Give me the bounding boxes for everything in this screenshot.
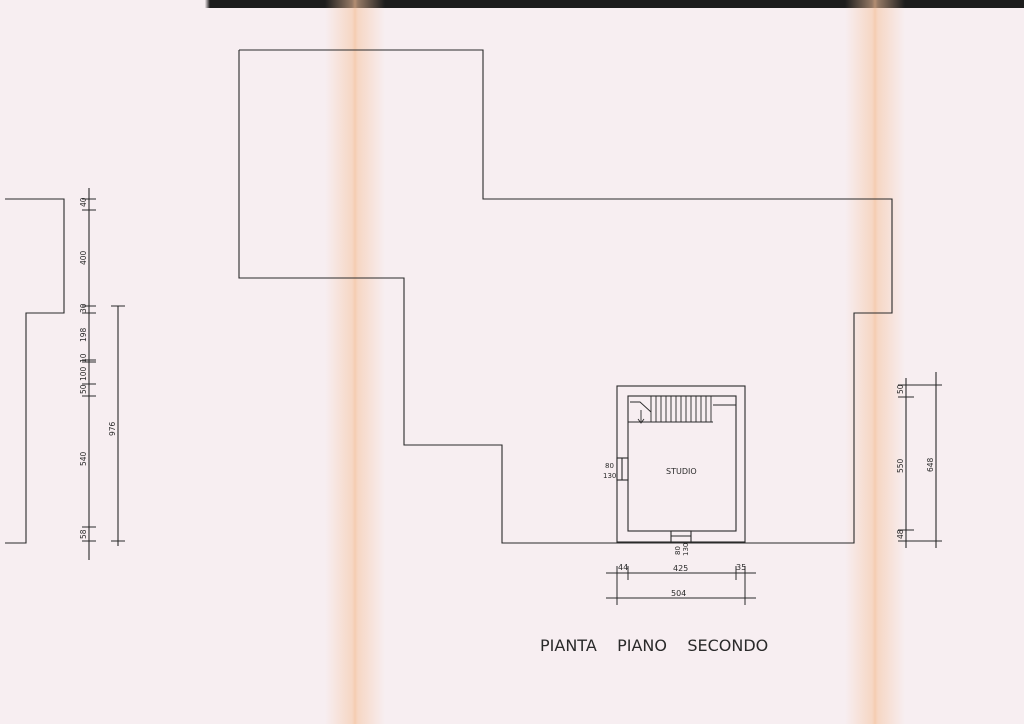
- dim-left-50: 50: [79, 384, 88, 394]
- dim-left-40: 40: [79, 197, 88, 207]
- dim-bottom-504: 504: [671, 589, 686, 598]
- dim-right-50: 50: [896, 384, 905, 394]
- dim-left-100: 100: [79, 366, 88, 381]
- door-height-label: 130: [682, 543, 690, 556]
- dim-left-198: 198: [79, 327, 88, 342]
- dim-bottom-425: 425: [673, 564, 688, 573]
- left-building-outline: [5, 198, 65, 544]
- door-width-label: 80: [674, 546, 682, 555]
- studio-inner-wall: [627, 395, 737, 532]
- fold-stain-left: [325, 0, 385, 724]
- window-width-label: 80: [605, 462, 614, 470]
- plan-outline: [238, 49, 893, 544]
- window-height-label: 130: [603, 472, 616, 480]
- dim-right-648: 648: [926, 457, 935, 472]
- dim-left-400: 400: [79, 250, 88, 265]
- fold-stain-right: [845, 0, 905, 724]
- sheet-top-edge: [0, 0, 1024, 8]
- dim-right-550: 550: [896, 458, 905, 473]
- drawing-title: PIANTA PIANO SECONDO: [540, 636, 768, 655]
- dim-left-540: 540: [79, 451, 88, 466]
- dim-left-30: 30: [79, 303, 88, 313]
- dim-right-48: 48: [896, 529, 905, 539]
- dim-left-58: 58: [79, 529, 88, 539]
- dim-bottom-35: 35: [736, 563, 746, 572]
- dim-left-976: 976: [108, 421, 117, 436]
- dim-bottom-44: 44: [618, 563, 628, 572]
- dim-left-10: 10: [79, 353, 88, 363]
- room-label-studio: STUDIO: [666, 467, 697, 476]
